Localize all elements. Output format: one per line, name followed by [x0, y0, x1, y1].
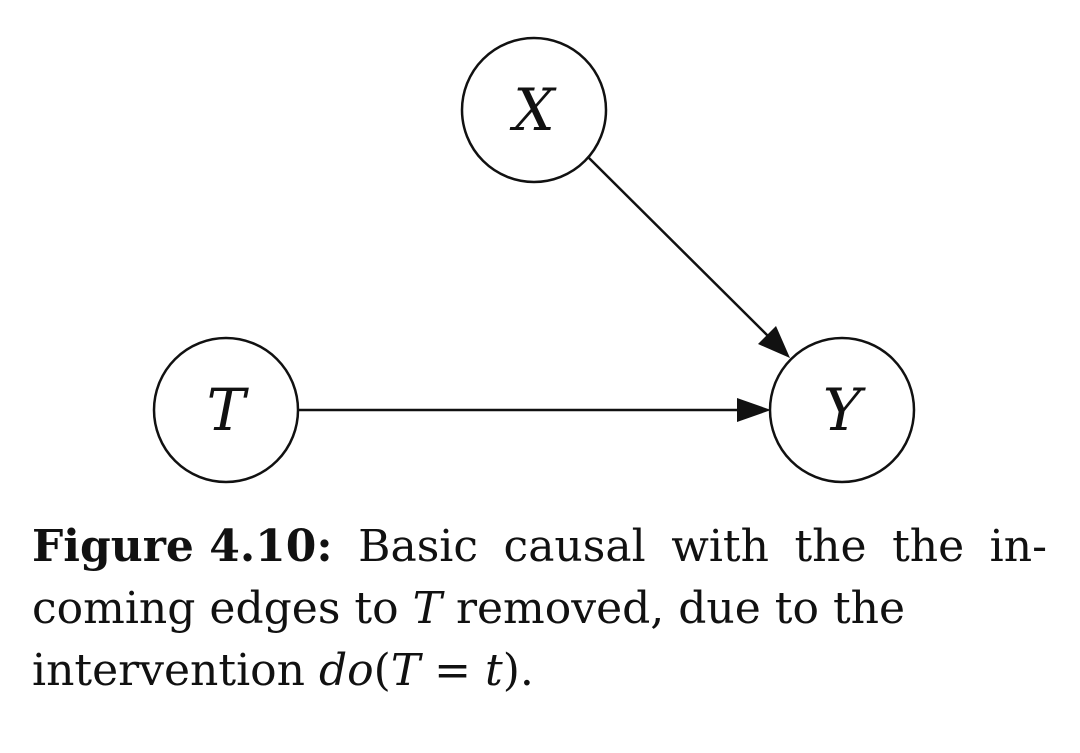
node-y-label: Y — [823, 376, 866, 444]
node-x: X — [460, 36, 608, 184]
arrowhead-t-to-y — [737, 398, 771, 422]
causal-diagram: X T Y — [152, 36, 916, 484]
caption-math-paren-close: ). — [502, 645, 534, 696]
caption-word: the — [892, 521, 965, 572]
caption-math-do: do — [318, 645, 374, 696]
caption-math-t: T — [412, 583, 442, 634]
node-x-label: X — [509, 76, 557, 144]
edge-t-to-y — [297, 398, 771, 422]
arrowhead-x-to-y — [758, 326, 790, 358]
edge-x-to-y — [587, 156, 790, 358]
caption-math-paren-open: ( — [373, 645, 391, 696]
caption-line-3: intervention do(T = t). — [32, 640, 1047, 702]
caption-figure-label: Figure 4.10: — [32, 521, 333, 572]
figure-caption: Figure 4.10: Basic causal with the the i… — [32, 516, 1047, 702]
node-t-label: T — [207, 376, 250, 444]
caption-text: intervention — [32, 645, 305, 696]
caption-word: causal — [503, 521, 646, 572]
caption-word: Basic — [358, 521, 479, 572]
caption-math-var: T — [390, 645, 421, 696]
caption-line-1: Figure 4.10: Basic causal with the the i… — [32, 516, 1047, 578]
caption-math-equals: = — [420, 645, 486, 696]
caption-word: the — [794, 521, 867, 572]
caption-word: in- — [989, 521, 1047, 572]
caption-math-value: t — [485, 645, 503, 696]
caption-word: with — [671, 521, 769, 572]
node-t: T — [152, 336, 300, 484]
caption-text: coming edges to — [32, 583, 399, 634]
caption-line-2: coming edges to T removed, due to the — [32, 578, 1047, 640]
node-y: Y — [768, 336, 916, 484]
caption-text: removed, due to the — [455, 583, 906, 634]
